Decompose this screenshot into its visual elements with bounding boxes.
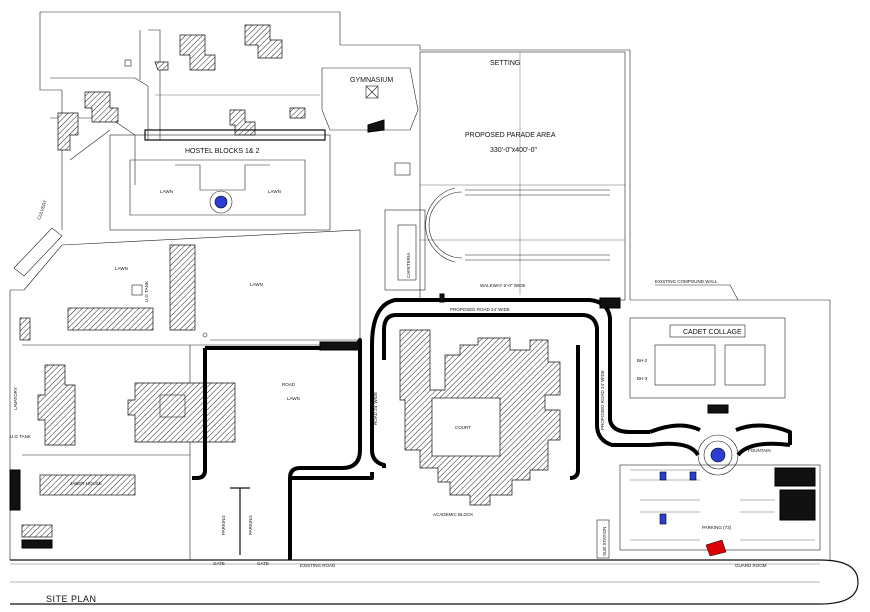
academic-block-label: ACADEMIC BLOCK <box>433 512 473 517</box>
house-block <box>154 61 169 71</box>
gymnasium-label: GYMNASIUM <box>350 77 393 84</box>
house-block <box>179 34 216 71</box>
sub-station-label: SUB STATION <box>602 527 607 556</box>
site-plan-title: SITE PLAN <box>46 594 97 604</box>
cadet-college: EXISTING COMPOUND WALL CADET COLLAGE BH-… <box>629 279 792 476</box>
setting-label: SETTING <box>490 60 520 67</box>
parking-stalls <box>630 469 815 541</box>
parking-label-left: PARKING <box>221 515 226 535</box>
culvert: CULVERT <box>13 199 63 277</box>
road-label: ROAD <box>282 382 296 387</box>
cadet-college-label: CADET COLLAGE <box>683 329 742 336</box>
lawn-label-hostel-right: LAWN <box>268 189 281 194</box>
hostel-blocks: HOSTEL BLOCKS 1& 2 LAWN LAWN <box>109 107 331 231</box>
culvert-label: CULVERT <box>36 199 48 220</box>
walkway-label: WALKWAY 5'-0" WIDE <box>480 283 525 288</box>
lawn-label-hostel-left: LAWN <box>160 189 173 194</box>
parade-area-label: PROPOSED PARADE AREA <box>465 132 556 139</box>
lawn-label-center: LAWN <box>250 282 263 287</box>
ug-tank-label-top: U.G TANK <box>144 281 149 302</box>
existing-road-label: EXISTING ROAD <box>300 563 336 568</box>
existing-compound-wall-label: EXISTING COMPOUND WALL <box>655 279 718 284</box>
gate-label-1: GATE <box>213 561 225 566</box>
gate-label-2: GATE <box>257 561 269 566</box>
ug-tank-label-left: U.G TANK <box>10 434 31 439</box>
parking-73-label: PARKING (73) <box>702 525 732 530</box>
site-boundary <box>9 11 859 605</box>
court-label: COURT <box>455 425 471 430</box>
guard-room-label: GUARD ROOM <box>735 563 767 568</box>
east-parking: PARKING (73) GUARD ROOM SUB STATION <box>596 464 821 568</box>
lavatory-label: LAVATORY <box>13 387 18 410</box>
academic-block: COURT ACADEMIC BLOCK <box>399 329 561 517</box>
house-block <box>57 112 79 151</box>
road-24-label: ROAD 24' WIDE <box>373 392 378 425</box>
bh-2-label: BH-2 <box>637 358 648 363</box>
lawn-label-south: LAWN <box>287 396 300 401</box>
house-block <box>84 91 119 123</box>
gymnasium: GYMNASIUM <box>321 67 419 133</box>
middle-left-buildings: LAVATORY U.G TANK JABER HOUSE ROAD LAWN <box>9 344 360 560</box>
hostel-blocks-label: HOSTEL BLOCKS 1& 2 <box>185 148 260 155</box>
cafeteria: CAFETERIA <box>384 162 426 291</box>
top-left-housing <box>50 24 320 185</box>
parking-label-right: PARKING <box>248 515 253 535</box>
west-lawn-area: LAWN LAWN U.G TANK <box>19 229 361 341</box>
lawn-label-west: LAWN <box>115 266 128 271</box>
cafeteria-label: CAFETERIA <box>406 253 411 278</box>
proposed-road-vertical-label: PROPOSED ROAD 24' WIDE <box>600 370 605 430</box>
bh-3-label: BH-3 <box>637 376 648 381</box>
parade-area: SETTING PROPOSED PARADE AREA 330'-0"x400… <box>419 51 626 301</box>
proposed-road-label: PROPOSED ROAD 24' WIDE <box>450 307 510 312</box>
west-parking: PARKING PARKING GATE GATE EXISTING ROAD <box>213 487 336 568</box>
parade-dims-label: 330'-0"x400'-0" <box>490 147 537 154</box>
house-block <box>244 24 283 59</box>
house-block <box>229 109 256 136</box>
road-network: WALKWAY 5'-0" WIDE PROPOSED ROAD 24' WID… <box>192 283 650 560</box>
fountain-label: FOUNTAIN <box>748 448 771 453</box>
jaber-house-label: JABER HOUSE <box>70 481 102 486</box>
